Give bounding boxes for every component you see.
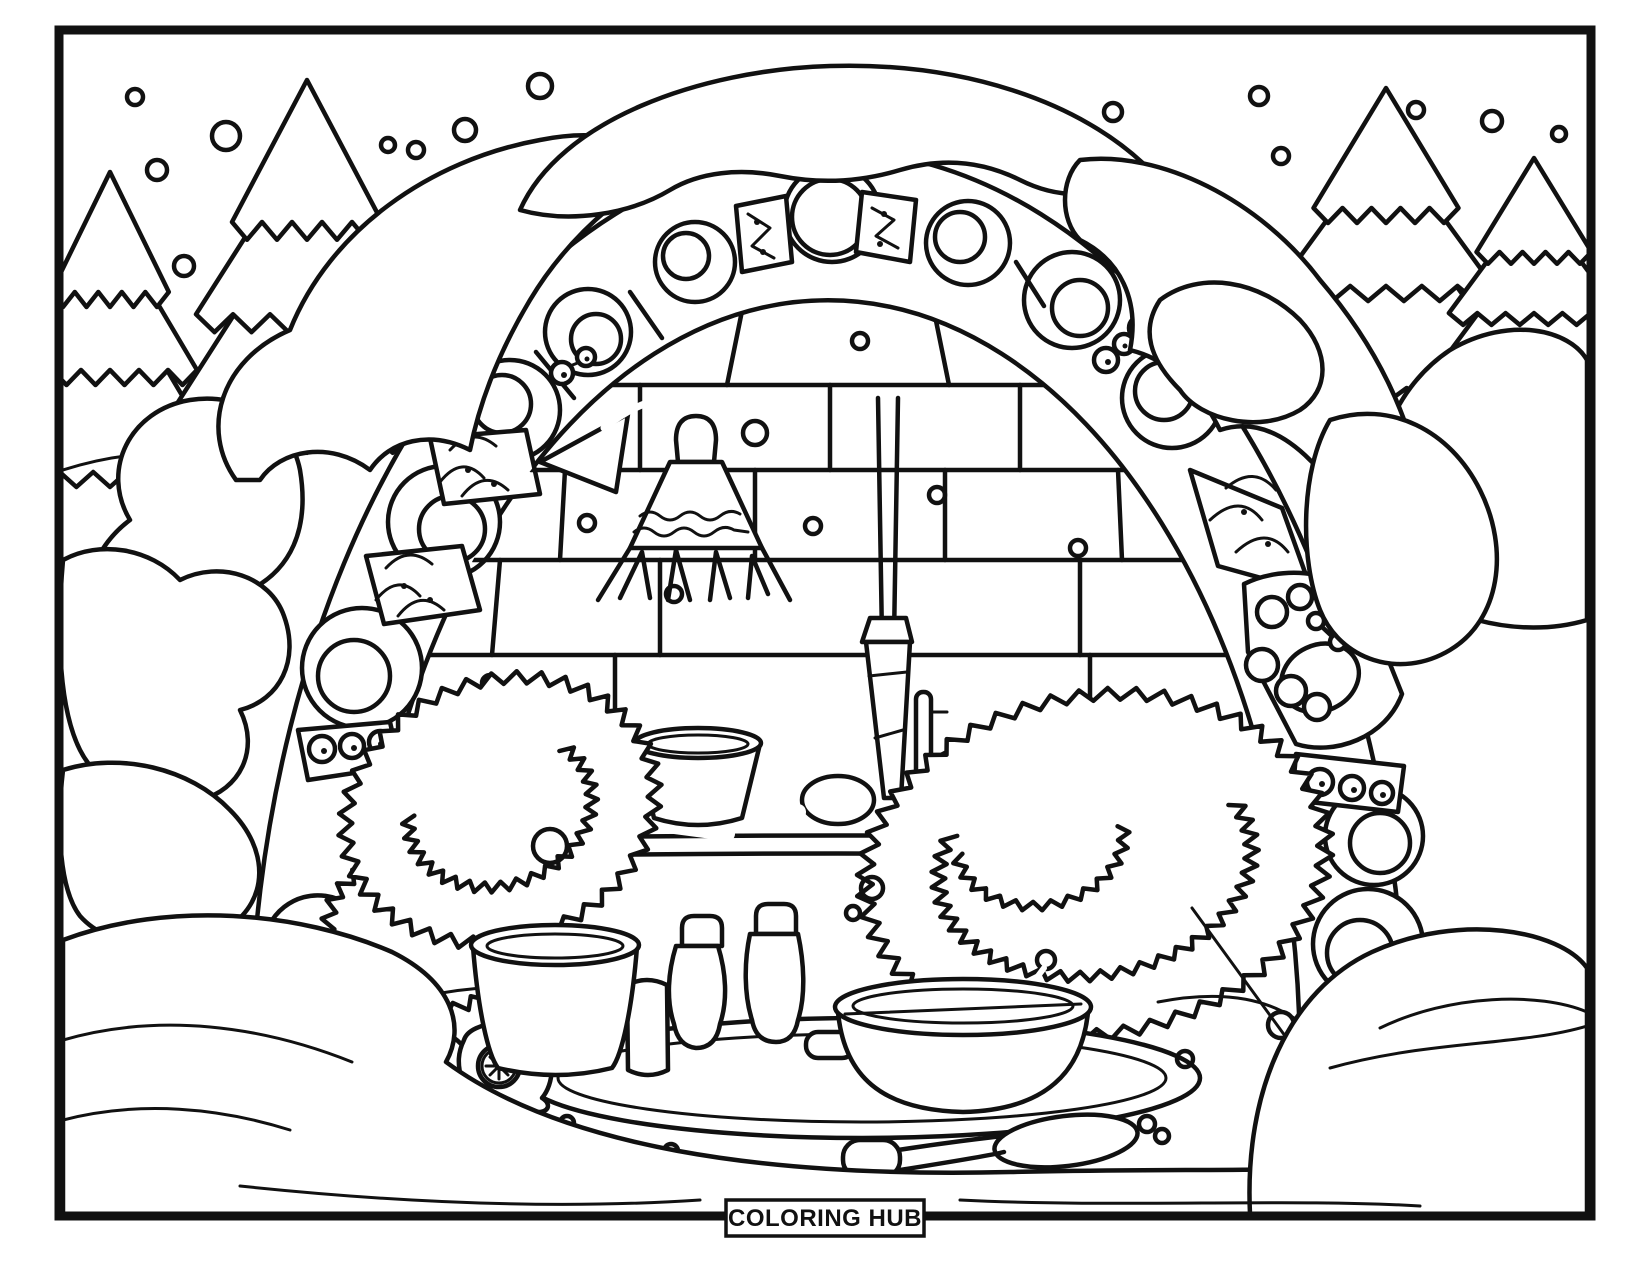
wooden-paddle <box>840 1112 1140 1180</box>
snow-drifts-foreground <box>63 913 1587 1214</box>
fur-rug-right-ridge <box>929 802 1261 984</box>
igloo-arch <box>247 147 1434 1137</box>
canister <box>624 977 671 1078</box>
brand-badge: COLORING HUB <box>724 1198 926 1238</box>
stone <box>799 773 877 827</box>
lamp-cap <box>673 413 719 465</box>
lamp-bracket <box>537 411 631 495</box>
large-cooking-pot <box>803 948 1094 1115</box>
hanging-cone <box>859 395 915 801</box>
scale-pattern-blocks <box>363 427 1315 627</box>
fur-rug-right-ridge2 <box>951 824 1132 913</box>
fur-rug-circle <box>530 826 570 866</box>
brand-label: COLORING HUB <box>728 1205 922 1232</box>
shaker-right <box>743 901 806 1045</box>
lamp-rays <box>595 545 793 603</box>
shaker-left <box>666 913 728 1051</box>
fur-rug-left <box>336 668 664 952</box>
apex-zigzag-blocks <box>733 189 919 275</box>
fur-rug-left-ridge <box>399 745 601 895</box>
igloo-snow-caps <box>63 63 1500 949</box>
storage-bucket <box>468 922 642 1078</box>
shelf-items <box>632 679 877 841</box>
shelf-pot <box>632 679 764 828</box>
hanging-lamp <box>537 395 793 603</box>
